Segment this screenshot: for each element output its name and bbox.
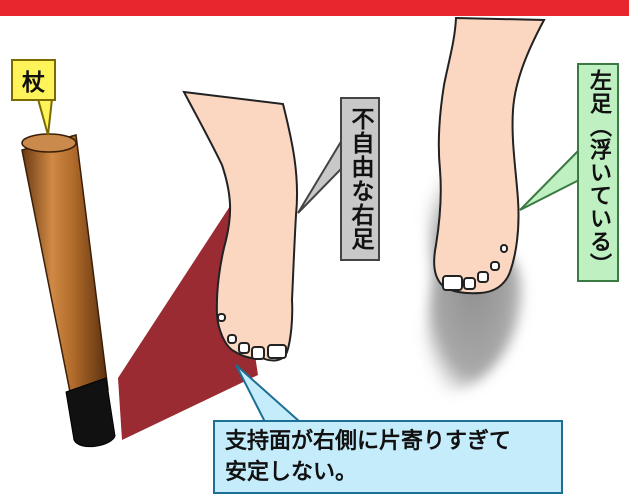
right-foot-label-pointer [297,136,343,214]
left-foot-label-pointer [519,147,580,211]
right-foot [182,90,299,362]
right-foot-toes [217,313,287,360]
support-area-label-line2: 安定しない。 [225,460,358,485]
cane-label: 杖 [11,59,56,101]
right-foot-label: 不自由な右足 [340,97,380,261]
cane [21,133,116,448]
bottom-label-pointer [235,364,303,423]
left-foot [433,16,546,295]
left-foot-label: 左足（浮いている） [577,63,619,282]
top-bar [0,0,629,16]
left-foot-toes [442,244,508,291]
cane-label-pointer [36,98,54,136]
support-area-label: 支持面が右側に片寄りすぎて 安定しない。 [213,420,563,494]
support-area-label-line1: 支持面が右側に片寄りすぎて [225,429,512,454]
